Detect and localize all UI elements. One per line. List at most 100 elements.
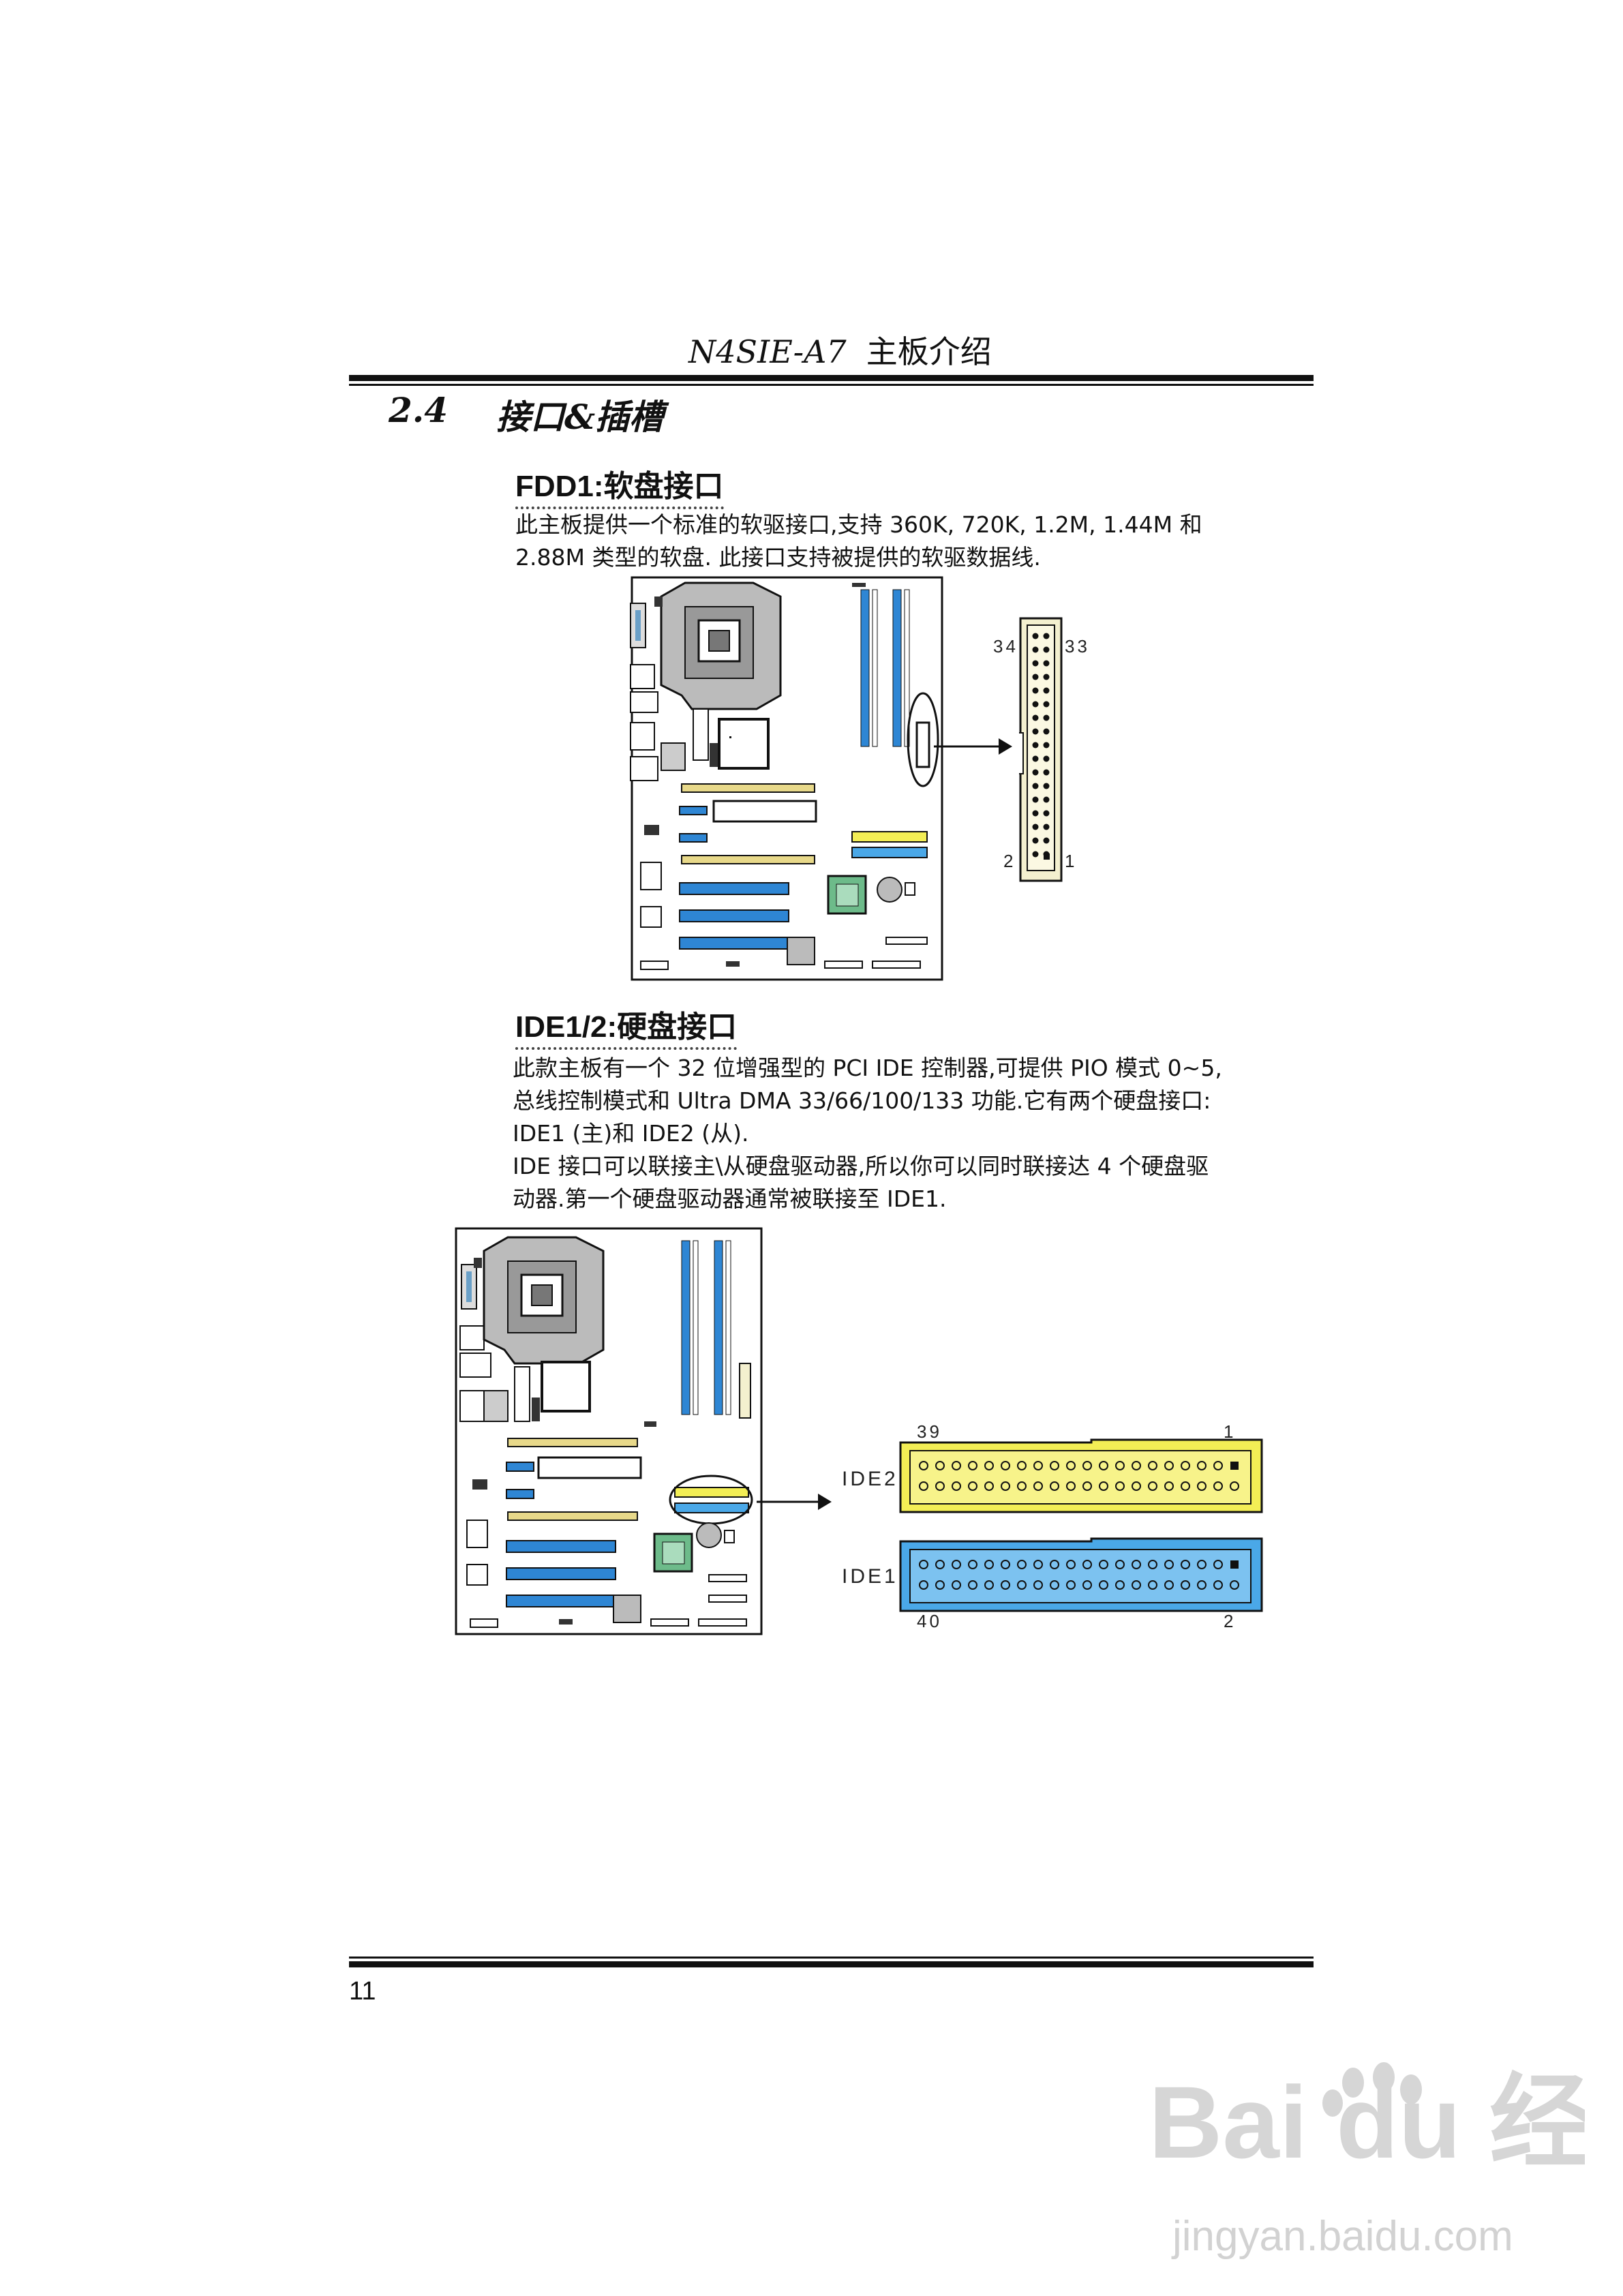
ide1-pin	[1230, 1580, 1239, 1590]
ide-description: 此款主板有一个 32 位增强型的 PCI IDE 控制器,可提供 PIO 模式 …	[513, 1052, 1222, 1215]
ide-arrow	[757, 1494, 832, 1510]
ide-line-3: IDE1 (主)和 IDE2 (从).	[513, 1120, 749, 1147]
ide1-pin-2: 2	[1224, 1611, 1237, 1631]
fdd-line-2: 2.88M 类型的软盘. 此接口支持被提供的软驱数据线.	[515, 544, 1041, 571]
logo-text: Bai du 经验	[1149, 2065, 1585, 2179]
page-number: 11	[349, 1977, 376, 2006]
ide2-pin	[1050, 1461, 1059, 1470]
fdd-pin	[1032, 633, 1039, 639]
footer-rule-thick	[349, 1961, 1314, 1967]
fdd-pin	[1043, 660, 1050, 667]
fdd-pin	[1032, 701, 1039, 708]
fdd-pin	[1043, 633, 1050, 639]
ide2-pin	[935, 1481, 945, 1491]
fdd-pin	[1043, 796, 1050, 803]
ide2-pin	[1082, 1481, 1092, 1491]
ide1-pin	[1115, 1580, 1125, 1590]
baidu-paw-logo: Bai du 经验	[1149, 2062, 1623, 2179]
fdd-pin	[1032, 714, 1039, 721]
ide1-pin	[1148, 1580, 1157, 1590]
ide2-pin	[1099, 1481, 1108, 1491]
ide1-pin	[1050, 1580, 1059, 1590]
fdd-pin	[1032, 660, 1039, 667]
ide2-pin	[984, 1461, 994, 1470]
ide2-pin	[1230, 1481, 1239, 1491]
ide1-pin	[935, 1560, 945, 1569]
fdd-pin	[1032, 783, 1039, 789]
ide2-pin	[1099, 1461, 1108, 1470]
ide1-pin	[1066, 1560, 1076, 1569]
ide1-pin	[1099, 1560, 1108, 1569]
ide1-pin	[1082, 1560, 1092, 1569]
ide2-label: IDE2	[842, 1468, 898, 1490]
fdd-pin	[1032, 769, 1039, 776]
fdd-pin	[1043, 837, 1050, 844]
fdd-pin-2: 2	[1003, 851, 1016, 871]
header-model: N4SIE-A7	[688, 333, 847, 370]
ide2-pin	[935, 1461, 945, 1470]
fdd-pin-34: 34	[993, 636, 1018, 656]
header-rule-thick	[349, 375, 1314, 381]
ide1-pin	[1017, 1560, 1027, 1569]
fdd-pin	[1043, 701, 1050, 708]
ide1-pin	[968, 1560, 977, 1569]
ide1-pin	[952, 1560, 961, 1569]
ide2-pin	[1197, 1461, 1207, 1470]
footer-rule-thin	[349, 1957, 1314, 1959]
fdd-pin	[1032, 742, 1039, 749]
fdd-arrow	[934, 738, 1012, 755]
ide2-pin	[1066, 1461, 1076, 1470]
ide1-pin	[919, 1580, 928, 1590]
ide2-pin	[1115, 1481, 1125, 1491]
running-header: N4SIE-A7 主板介绍	[688, 327, 992, 372]
fdd-pin	[1043, 646, 1050, 653]
ide1-label: IDE1	[842, 1565, 898, 1588]
fdd-pin	[1032, 728, 1039, 735]
ide-line-1: 此款主板有一个 32 位增强型的 PCI IDE 控制器,可提供 PIO 模式 …	[513, 1055, 1222, 1081]
section-number: 2.4	[389, 390, 448, 430]
fdd-pin	[1032, 687, 1039, 694]
ide2-pin	[1213, 1461, 1223, 1470]
ide1-pin	[984, 1580, 994, 1590]
fdd-pin	[1032, 796, 1039, 803]
ide2-pin	[1197, 1481, 1207, 1491]
fdd-pin	[1032, 824, 1039, 830]
ide1-pin	[1181, 1580, 1190, 1590]
fdd-description: 此主板提供一个标准的软驱接口,支持 360K, 720K, 1.2M, 1.44…	[515, 509, 1202, 574]
fdd-pin	[1032, 810, 1039, 817]
ide2-pin	[1033, 1461, 1043, 1470]
ide2-pin	[1001, 1481, 1010, 1491]
ide1-pin	[1197, 1580, 1207, 1590]
ide1-pin	[1164, 1580, 1174, 1590]
fdd-pin	[1043, 674, 1050, 680]
ide-line-5: 动器.第一个硬盘驱动器通常被联接至 IDE1.	[513, 1185, 947, 1212]
fdd-pin	[1043, 783, 1050, 789]
ide2-pin	[1082, 1461, 1092, 1470]
ide1-connector-zoom	[899, 1537, 1263, 1612]
fdd-connector-zoom	[1019, 617, 1063, 882]
ide1-pin	[1181, 1560, 1190, 1569]
ide1-pin	[1099, 1580, 1108, 1590]
fdd-pin	[1032, 837, 1039, 844]
fdd-pin	[1032, 755, 1039, 762]
ide1-pin	[1164, 1560, 1174, 1569]
ide2-pin	[1050, 1481, 1059, 1491]
ide1-pin	[1050, 1560, 1059, 1569]
fdd-pin	[1032, 851, 1039, 858]
ide1-pin	[968, 1580, 977, 1590]
ide1-pin	[1230, 1560, 1239, 1569]
header-rule-thin	[349, 384, 1314, 386]
fdd-pin-1: 1	[1065, 851, 1078, 871]
ide1-pin	[1197, 1560, 1207, 1569]
ide2-pin	[919, 1461, 928, 1470]
ide2-pin	[1164, 1481, 1174, 1491]
ide1-pin	[1115, 1560, 1125, 1569]
ide-line-4: IDE 接口可以联接主\从硬盘驱动器,所以你可以同时联接达 4 个硬盘驱	[513, 1153, 1209, 1179]
fdd-pin	[1043, 728, 1050, 735]
watermark-logo: Bai du 经验	[1149, 2062, 1623, 2215]
ide2-pin	[1033, 1481, 1043, 1491]
header-title: 主板介绍	[866, 333, 992, 370]
ide1-pin	[1017, 1580, 1027, 1590]
ide2-pin	[1213, 1481, 1223, 1491]
ide2-pin	[1230, 1462, 1239, 1470]
